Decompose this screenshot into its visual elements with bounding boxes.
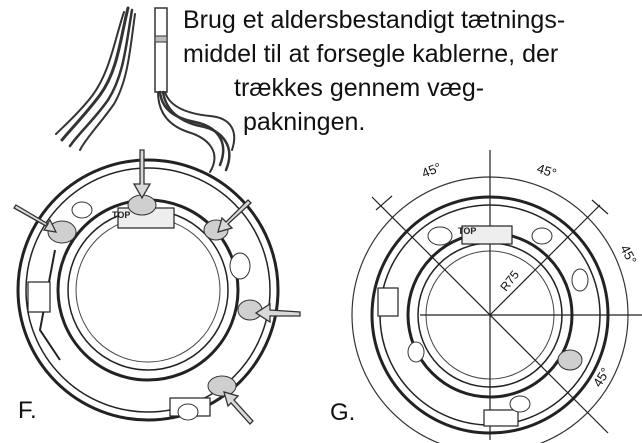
instruction-line-2: middel til at forsegle kablerne, der bbox=[183, 40, 559, 68]
angle-label-top-right: 45° bbox=[535, 161, 558, 181]
panel-g-gasket: TOP 45° 45° 45° 45° R75 G. bbox=[330, 150, 642, 443]
instruction-line-4: pakningen. bbox=[243, 108, 366, 136]
angle-label-bottom-right: 45° bbox=[590, 365, 613, 390]
panel-f-top-marking: TOP bbox=[112, 210, 130, 220]
instruction-line-1: Brug et aldersbestandigt tætnings- bbox=[183, 6, 566, 34]
angle-label-right: 45° bbox=[617, 242, 639, 266]
instruction-line-3: trækkes gennem væg- bbox=[234, 74, 485, 102]
radius-label: R75 bbox=[497, 268, 522, 294]
panel-g-label: G. bbox=[330, 399, 355, 426]
panel-g-top-marking: TOP bbox=[458, 226, 476, 236]
panel-f-gasket: TOP F. bbox=[13, 149, 301, 425]
cable-bundle-illustration bbox=[55, 6, 236, 173]
angle-label-top-left: 45° bbox=[420, 160, 444, 181]
panel-f-label: F. bbox=[18, 397, 37, 424]
